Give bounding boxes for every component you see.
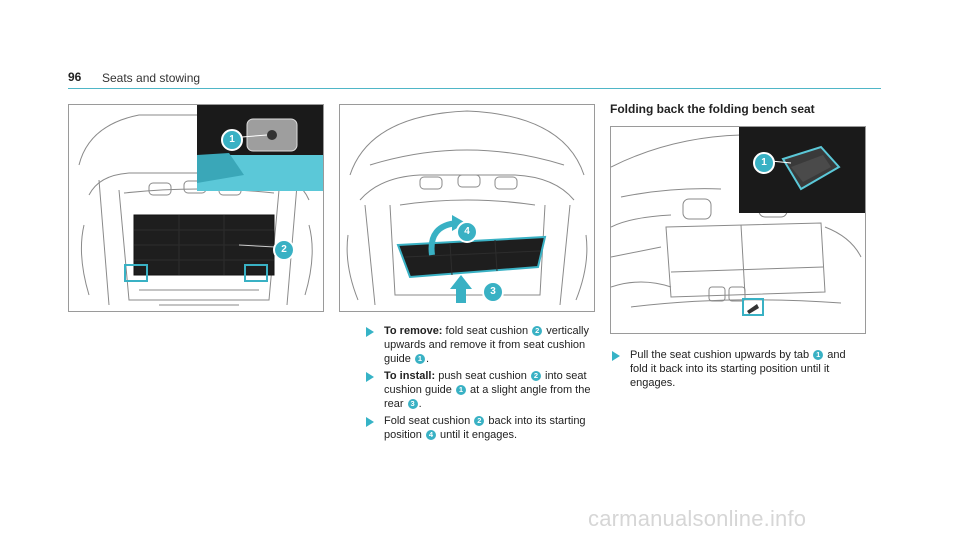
instruction-install-label: To install:	[384, 370, 436, 382]
figure-bench-seat: 1	[610, 126, 866, 334]
instruction-fold: Fold seat cushion 2 back into its starti…	[384, 414, 594, 442]
trunk-illustration-middle	[346, 110, 588, 306]
bench-seat-illustration	[611, 127, 865, 316]
text: Pull the seat cushion upwards by tab	[630, 349, 813, 361]
text: push seat cushion	[435, 370, 530, 382]
step-arrow-icon	[366, 327, 374, 337]
callout-4-badge: 4	[456, 221, 478, 243]
header-rule	[68, 88, 881, 89]
callout-badge: 2	[474, 416, 485, 426]
text: and fold it back into its starting posit…	[630, 349, 846, 389]
instruction-remove: To remove: fold seat cushion 2 verticall…	[384, 324, 594, 366]
right-column-title: Folding back the folding bench seat	[610, 102, 815, 116]
callout-badge: 4	[425, 430, 436, 440]
callout-badge: 2	[530, 371, 541, 381]
callout-2-badge: 2	[273, 239, 295, 261]
callout-badge: 3	[407, 399, 418, 409]
trunk-illustration-left	[78, 105, 323, 306]
text: into seat cushion guide	[384, 370, 587, 396]
callout-badge: 1	[813, 350, 824, 360]
text: .	[425, 353, 430, 365]
callout-3-badge: 3	[482, 281, 504, 303]
text: at a slight angle from the rear	[384, 384, 591, 410]
instruction-remove-label: To remove:	[384, 325, 443, 337]
callout-1-badge: 1	[221, 129, 243, 151]
step-arrow-icon	[366, 417, 374, 427]
step-arrow-icon	[612, 351, 620, 361]
callout-badge: 1	[455, 385, 466, 395]
figure-trunk-remove: 1 2	[68, 104, 324, 312]
text: back into its starting position	[384, 415, 586, 441]
section-title: Seats and stowing	[102, 71, 201, 85]
callout-badge: 1	[414, 354, 425, 364]
instruction-install: To install: push seat cushion 2 into sea…	[384, 369, 594, 411]
instruction-pull: Pull the seat cushion upwards by tab 1 a…	[630, 348, 866, 390]
text: vertically upwards and remove it from se…	[384, 325, 589, 365]
callout-badge: 2	[532, 326, 543, 336]
page-number: 96	[68, 70, 82, 84]
text: fold seat cushion	[442, 325, 532, 337]
text: .	[418, 398, 422, 410]
callout-1-badge: 1	[753, 152, 775, 174]
text: until it engages.	[436, 429, 518, 441]
figure-trunk-install: 4 3	[339, 104, 595, 312]
text: Fold seat cushion	[384, 415, 474, 427]
watermark: carmanualsonline.info	[588, 506, 807, 531]
step-arrow-icon	[366, 372, 374, 382]
